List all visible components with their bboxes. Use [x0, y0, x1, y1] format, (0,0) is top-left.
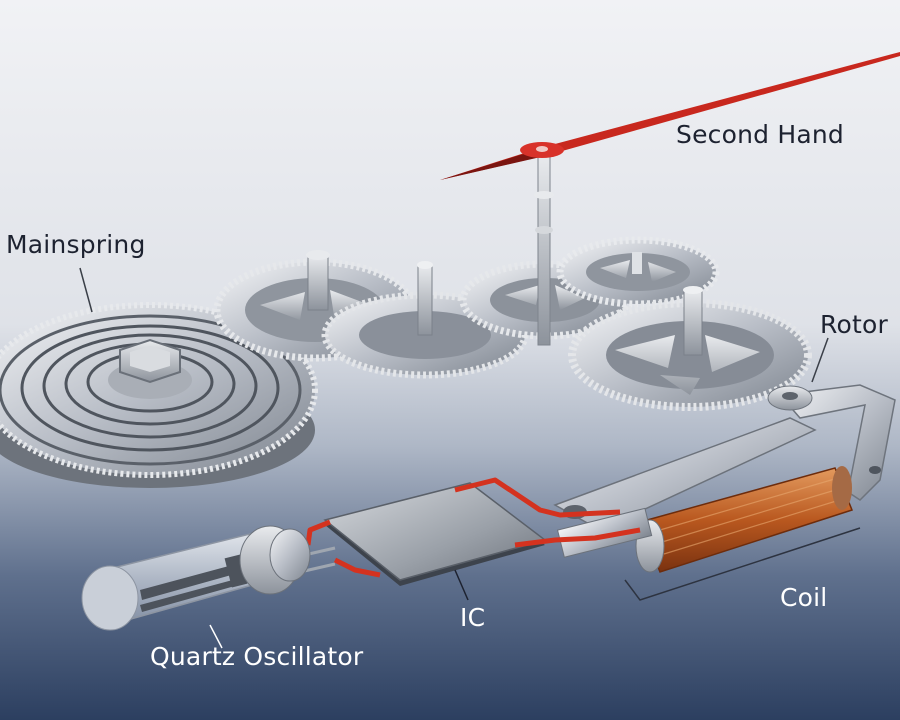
rotor-leader	[811, 337, 829, 383]
mainspring-leader	[79, 267, 93, 313]
quartz-oscillator	[81, 525, 336, 631]
gear-upper-right	[556, 236, 720, 308]
label-second-hand: Second Hand	[676, 120, 844, 149]
ic-leader	[454, 569, 469, 601]
ic-chip	[323, 482, 547, 586]
label-quartz-oscillator: Quartz Oscillator	[150, 642, 364, 671]
label-ic: IC	[460, 603, 486, 632]
label-mainspring: Mainspring	[6, 230, 146, 259]
label-coil: Coil	[780, 583, 828, 612]
coil	[556, 466, 853, 573]
coil-bracket	[624, 527, 861, 601]
quartz-leader	[209, 624, 223, 649]
label-rotor: Rotor	[820, 310, 888, 339]
rotor	[767, 384, 896, 501]
circuit-traces	[305, 477, 641, 578]
second-hand	[440, 52, 900, 346]
gear-lower-right	[568, 286, 812, 411]
mainspring	[0, 302, 318, 488]
